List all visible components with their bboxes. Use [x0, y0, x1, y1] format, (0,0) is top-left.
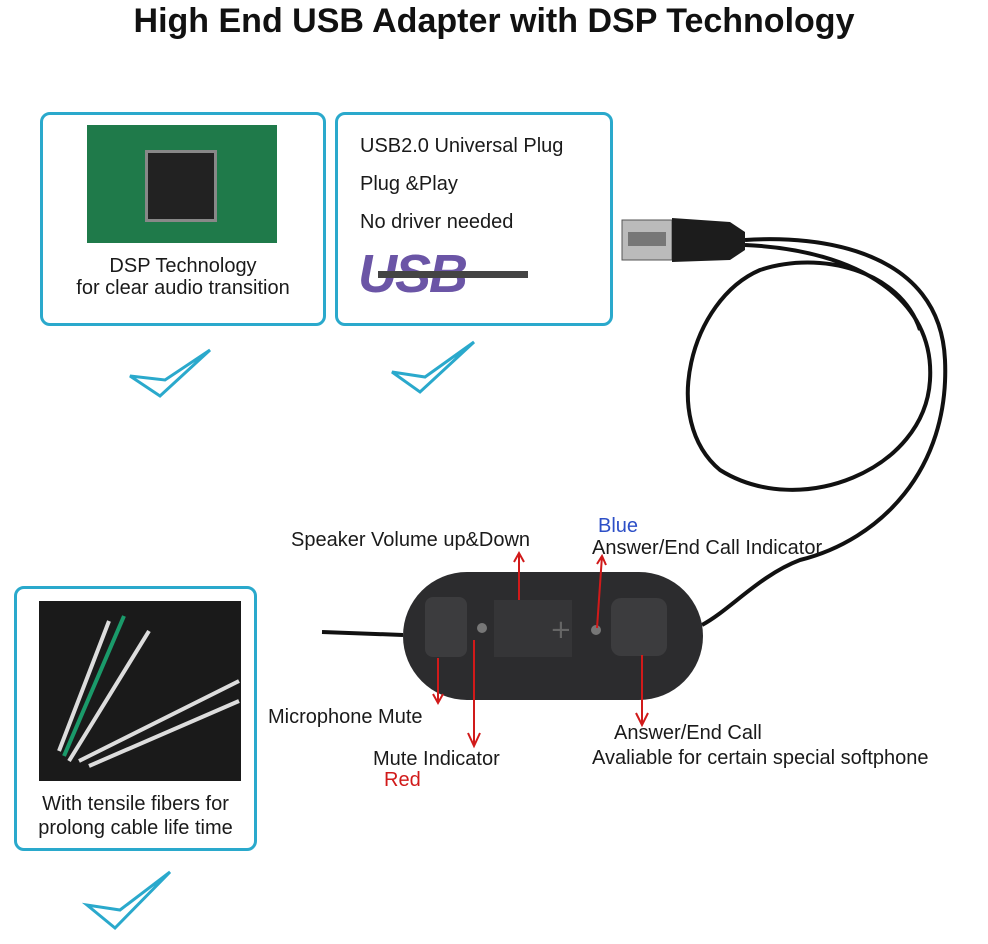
- feature-card-dsp: DSP Technology for clear audio transitio…: [40, 112, 326, 326]
- circuit-board-image: [87, 125, 277, 243]
- feature-dsp-line1: DSP Technology: [109, 255, 257, 277]
- page-title: High End USB Adapter with DSP Technology: [133, 2, 855, 40]
- callout-answer: Answer/End Call: [614, 722, 762, 744]
- call-led-icon: [591, 625, 601, 635]
- check-icons: [81, 340, 476, 931]
- feature-card-usb: USB2.0 Universal Plug Plug &Play No driv…: [335, 112, 613, 326]
- feature-fibers-line2: prolong cable life time: [38, 817, 233, 839]
- usb-plug-icon: [621, 218, 745, 262]
- usb-line-1: USB2.0 Universal Plug: [360, 135, 564, 157]
- answer-button-shape: [611, 598, 667, 656]
- svg-text:+: +: [550, 615, 572, 645]
- callout-indicator: Answer/End Call Indicator: [592, 537, 823, 559]
- callout-mute-color: Red: [384, 769, 421, 791]
- cable-icon: [321, 237, 948, 637]
- volume-button-shape: [494, 600, 572, 657]
- chip-icon: [145, 150, 217, 222]
- feature-fibers-line1: With tensile fibers for: [42, 793, 229, 815]
- mute-led-icon: [477, 623, 487, 633]
- mute-button-shape: [425, 597, 467, 657]
- cable-fibers-image: [39, 601, 241, 781]
- callout-mic-mute: Microphone Mute: [268, 706, 423, 728]
- feature-card-fibers: With tensile fibers for prolong cable li…: [14, 586, 257, 851]
- arrow-icons: [432, 550, 649, 749]
- inline-controller-icon: +: [403, 572, 703, 700]
- usb-line-3: No driver needed: [360, 211, 514, 233]
- usb-line-2: Plug &Play: [360, 173, 458, 195]
- callout-volume: Speaker Volume up&Down: [291, 529, 531, 551]
- callout-mute-indicator: Mute Indicator: [373, 748, 500, 770]
- feature-dsp-line2: for clear audio transition: [76, 277, 290, 299]
- callout-answer-note: Avaliable for certain special softphone: [592, 747, 929, 769]
- callout-indicator-color: Blue: [598, 515, 639, 537]
- usb-logo-cable-icon: [378, 271, 528, 278]
